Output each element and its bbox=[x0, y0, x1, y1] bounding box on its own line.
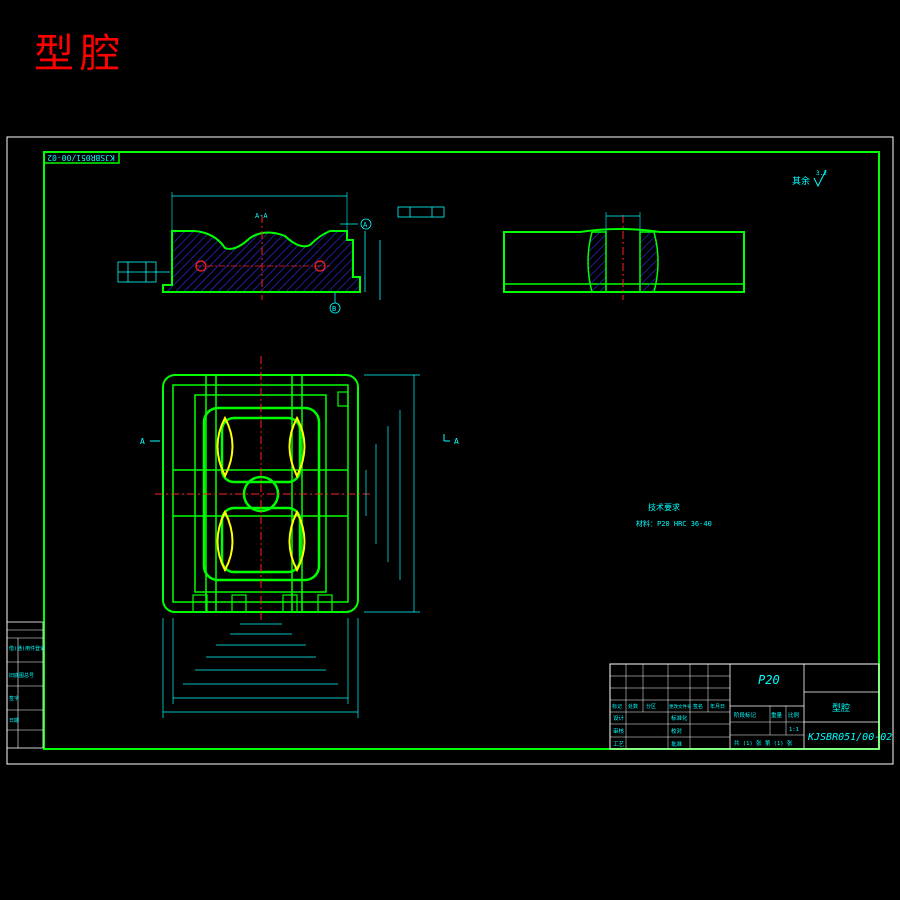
title-drawing-number: KJSBR051/00-02 bbox=[807, 732, 892, 743]
title-mid-role-1: 标准化 bbox=[671, 714, 688, 722]
section-view: A-A A B bbox=[117, 192, 445, 314]
title-block: P20 型腔 KJSBR051/00-02 阶段标记 重量 比例 1:1 共 (… bbox=[609, 663, 892, 750]
roughness-label: 其余 bbox=[792, 175, 810, 187]
title-mid-role-3: 批准 bbox=[671, 740, 683, 748]
datum-b-label: B bbox=[332, 305, 336, 313]
tech-title: 技术要求 bbox=[648, 502, 680, 512]
section-marker-left: A bbox=[140, 437, 145, 446]
title-mid-role-2: 校对 bbox=[671, 727, 683, 735]
tech-note: 材料：P20 HRC 36-40 bbox=[636, 519, 712, 528]
title-row-label-3: 分区 bbox=[646, 703, 656, 710]
title-row-label-4: 更改文件号 bbox=[669, 703, 692, 710]
title-left-role-1: 设计 bbox=[613, 714, 625, 722]
datum-a-label: A bbox=[363, 221, 368, 229]
outer-frame bbox=[6, 136, 894, 765]
side-table: 借(通)用件登记 旧底图总号 签字 日期 bbox=[6, 621, 45, 749]
rotated-code-box: KJSBR051/00-02 bbox=[43, 151, 120, 164]
title-scale-value: 1:1 bbox=[789, 727, 799, 733]
inner-frame bbox=[43, 151, 880, 750]
title-sheet-text: 共 (1) 张 第 (1) 张 bbox=[734, 739, 793, 747]
page-title: 型腔 bbox=[34, 31, 126, 77]
side-view bbox=[503, 212, 745, 300]
title-scale-label: 比例 bbox=[788, 711, 800, 719]
title-row-label-5: 签名 bbox=[693, 703, 703, 710]
plan-dimensions bbox=[162, 374, 420, 718]
rotated-code: KJSBR051/00-02 bbox=[47, 153, 115, 162]
title-row-label-2: 处数 bbox=[628, 703, 638, 710]
side-table-label-1: 借(通)用件登记 bbox=[9, 645, 45, 652]
side-table-label-2: 旧底图总号 bbox=[9, 672, 34, 679]
title-stage-label: 阶段标记 bbox=[734, 711, 757, 719]
side-table-label-4: 日期 bbox=[9, 718, 19, 724]
title-row-label-1: 标记 bbox=[612, 703, 622, 710]
roughness-symbol: 其余 3.2 bbox=[792, 169, 827, 188]
title-left-role-3: 工艺 bbox=[613, 741, 625, 748]
side-table-label-3: 签字 bbox=[9, 695, 19, 702]
tech-requirements: 技术要求 材料：P20 HRC 36-40 bbox=[636, 502, 712, 528]
plan-view: A A bbox=[140, 356, 459, 620]
title-material: P20 bbox=[758, 673, 780, 687]
section-marker-right: A bbox=[454, 437, 459, 446]
title-row-label-6: 年月日 bbox=[710, 703, 725, 710]
roughness-value: 3.2 bbox=[816, 170, 827, 177]
title-weight-label: 重量 bbox=[771, 711, 783, 719]
section-label: A-A bbox=[255, 212, 268, 220]
title-part-name: 型腔 bbox=[832, 702, 850, 714]
title-left-role-2: 审核 bbox=[613, 727, 625, 735]
